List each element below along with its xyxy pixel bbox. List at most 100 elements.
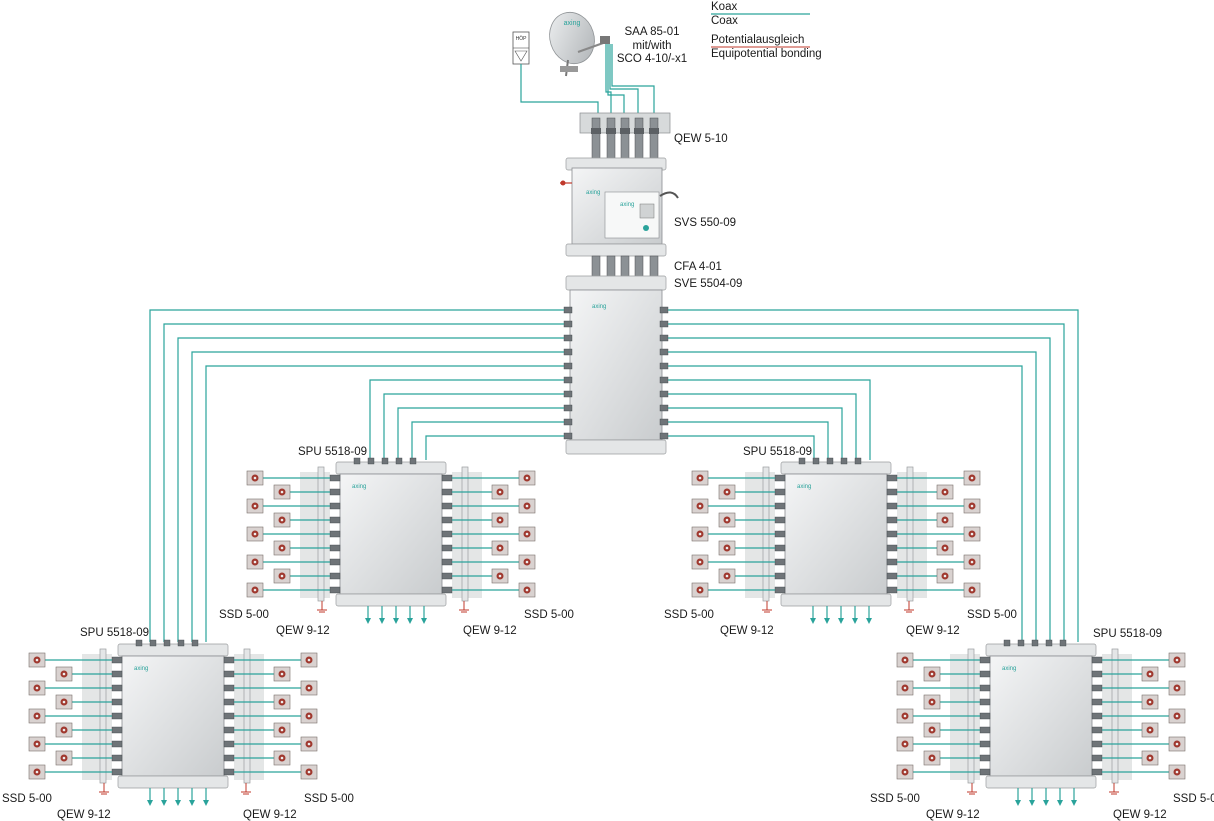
ground-symbol-icon	[317, 601, 327, 613]
antenna-socket-icon	[963, 470, 981, 486]
coax-trunk	[397, 407, 564, 460]
sve-port-left	[563, 348, 573, 356]
antenna-socket-icon	[55, 750, 73, 766]
qew-5-10-label: QEW 5-10	[674, 133, 728, 145]
coax-trunk	[369, 379, 564, 460]
antenna-socket-icon	[28, 764, 46, 780]
antenna-socket-icon	[28, 680, 46, 696]
output-arrow-icon	[1071, 800, 1077, 806]
sve-port-right	[659, 306, 669, 314]
antenna-socket-icon	[896, 708, 914, 724]
spu-5518-09-group-2: axing	[691, 457, 981, 624]
spu-5518-09-group-1: axing	[246, 457, 536, 624]
coax-trunk	[163, 323, 564, 642]
legend-coax: Coax	[711, 15, 738, 27]
antenna-socket-icon	[300, 736, 318, 752]
ssd-label-4: SSD 5-00	[967, 609, 1017, 621]
antenna-socket-icon	[1168, 708, 1186, 724]
qew-port	[620, 117, 630, 163]
antenna-socket-icon	[246, 498, 264, 514]
output-arrow-icon	[1029, 800, 1035, 806]
antenna-socket-icon	[896, 764, 914, 780]
ssd-label-1: SSD 5-00	[219, 609, 269, 621]
sve-port-right	[659, 362, 669, 370]
antenna-socket-icon	[1141, 694, 1159, 710]
antenna-socket-icon	[491, 568, 509, 584]
sve-port-right	[659, 348, 669, 356]
sve-port-right	[659, 320, 669, 328]
antenna-socket-icon	[691, 498, 709, 514]
output-arrow-icon	[1057, 800, 1063, 806]
sve-port-left	[563, 334, 573, 342]
antenna-socket-icon	[963, 554, 981, 570]
hop-label: HÖP	[516, 35, 528, 42]
qew-912-label-2: QEW 9-12	[463, 625, 517, 637]
sve-port-left	[563, 418, 573, 426]
sve-port-left	[563, 362, 573, 370]
antenna-socket-icon	[963, 526, 981, 542]
antenna-socket-icon	[55, 694, 73, 710]
coax-trunk	[425, 435, 564, 460]
output-arrow-icon	[379, 618, 385, 624]
antenna-socket-icon	[518, 526, 536, 542]
legend-equipotential: Equipotential bonding	[711, 48, 822, 60]
coax-trunk	[149, 309, 564, 642]
qew-912-label-1: QEW 9-12	[276, 625, 330, 637]
cfa-port	[591, 255, 601, 279]
antenna-socket-icon	[1141, 750, 1159, 766]
antenna-socket-icon	[273, 568, 291, 584]
antenna-socket-icon	[28, 736, 46, 752]
svs-label: SVS 550-09	[674, 217, 736, 229]
coax-trunk	[668, 379, 871, 460]
antenna-socket-icon	[718, 484, 736, 500]
saa-label-3: SCO 4-10/-x1	[617, 53, 687, 65]
sve-port-left	[563, 404, 573, 412]
output-arrow-icon	[365, 618, 371, 624]
antenna-socket-icon	[1141, 722, 1159, 738]
antenna-socket-icon	[936, 484, 954, 500]
sve-port-left	[563, 306, 573, 314]
antenna-socket-icon	[246, 470, 264, 486]
sve-port-right	[659, 334, 669, 342]
antenna-socket-icon	[246, 582, 264, 598]
antenna-socket-icon	[718, 512, 736, 528]
antenna-socket-icon	[491, 540, 509, 556]
output-arrow-icon	[147, 800, 153, 806]
svs-brand-2: axing	[620, 202, 634, 208]
antenna-socket-icon	[491, 484, 509, 500]
output-arrow-icon	[824, 618, 830, 624]
ground-symbol-icon	[99, 783, 109, 795]
qew-912-label-4: QEW 9-12	[906, 625, 960, 637]
coax-trunk	[668, 309, 1079, 642]
antenna-socket-icon	[923, 750, 941, 766]
ground-symbol-icon	[241, 783, 251, 795]
spu-label-4: SPU 5518-09	[1093, 628, 1162, 640]
qew-912-label-7: QEW 9-12	[926, 809, 980, 821]
antenna-socket-icon	[1141, 666, 1159, 682]
ground-symbol-icon	[514, 50, 528, 62]
output-arrow-icon	[810, 618, 816, 624]
sve-label: SVE 5504-09	[674, 278, 742, 290]
antenna-socket-icon	[300, 652, 318, 668]
antenna-socket-icon	[896, 652, 914, 668]
coax-trunk	[191, 351, 564, 642]
spu-brand: axing	[352, 484, 366, 490]
antenna-socket-icon	[300, 680, 318, 696]
antenna-socket-icon	[691, 526, 709, 542]
antenna-socket-icon	[273, 484, 291, 500]
antenna-socket-icon	[273, 750, 291, 766]
sve-port-right	[659, 376, 669, 384]
output-arrow-icon	[407, 618, 413, 624]
ssd-label-8: SSD 5-00	[1173, 793, 1214, 805]
antenna-socket-icon	[718, 568, 736, 584]
antenna-socket-icon	[28, 708, 46, 724]
antenna-socket-icon	[518, 554, 536, 570]
spu-5518-09-group-3: axing	[28, 639, 318, 806]
coax-trunk	[205, 365, 564, 642]
sve-port-right	[659, 432, 669, 440]
legend-koax: Koax	[711, 1, 737, 13]
coax-trunk	[668, 365, 1023, 642]
cfa-4-01	[591, 255, 659, 279]
spu-5518-09-group-4: axing	[896, 639, 1186, 806]
antenna-socket-icon	[718, 540, 736, 556]
